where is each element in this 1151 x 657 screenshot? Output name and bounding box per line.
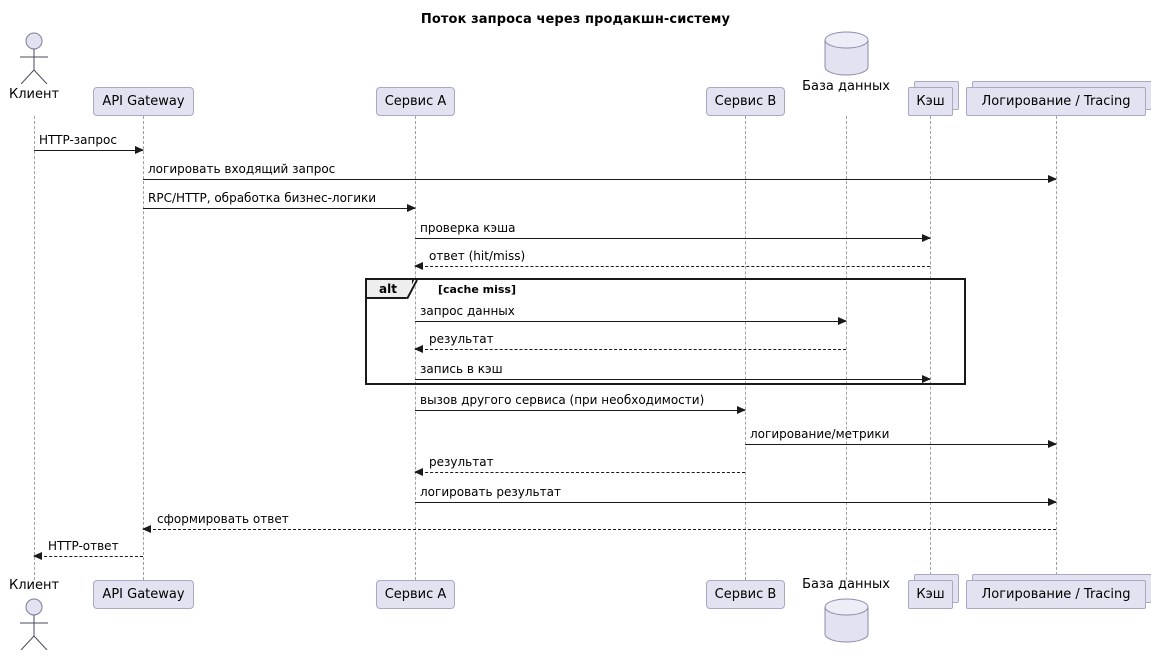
lifeline-svcb — [745, 116, 746, 580]
participant-label-client: Клиент — [8, 578, 60, 593]
participant-cache[interactable]: Кэш — [908, 87, 953, 116]
message-label-7: запись в кэш — [420, 362, 503, 376]
database-icon-db[interactable] — [824, 31, 869, 76]
message-label-3: проверка кэша — [420, 221, 516, 235]
message-line-3 — [415, 238, 930, 239]
message-label-9: логирование/метрики — [750, 427, 890, 441]
message-line-13 — [34, 556, 143, 557]
message-label-4: ответ (hit/miss) — [429, 249, 526, 263]
participant-label-client: Клиент — [8, 87, 60, 102]
message-line-6 — [415, 349, 846, 350]
arrowhead-0 — [135, 146, 144, 154]
participant-label-gateway: API Gateway — [102, 94, 185, 109]
message-line-7 — [415, 379, 930, 380]
diagram-title: Поток запроса через продакшн-систему — [420, 12, 731, 27]
arrowhead-4 — [414, 262, 423, 270]
message-line-4 — [415, 266, 930, 267]
fragment-condition: [cache miss] — [438, 283, 516, 296]
message-label-5: запрос данных — [420, 304, 515, 318]
actor-client[interactable] — [12, 598, 56, 651]
participant-label-logging: Логирование / Tracing — [981, 587, 1131, 602]
message-line-0 — [34, 150, 143, 151]
participant-label-svca: Сервис A — [384, 587, 447, 602]
message-label-12: сформировать ответ — [157, 512, 289, 526]
arrowhead-2 — [407, 204, 416, 212]
participant-label-gateway: API Gateway — [102, 587, 185, 602]
participant-label-svcb: Сервис B — [714, 94, 777, 109]
message-line-11 — [415, 502, 1056, 503]
participant-cache[interactable]: Кэш — [908, 580, 953, 609]
message-line-12 — [143, 529, 1056, 530]
participant-gateway[interactable]: API Gateway — [93, 580, 194, 609]
lifeline-logging — [1056, 116, 1057, 580]
participant-logging[interactable]: Логирование / Tracing — [966, 580, 1146, 609]
arrowhead-11 — [1048, 498, 1057, 506]
message-line-5 — [415, 321, 846, 322]
participant-logging[interactable]: Логирование / Tracing — [966, 87, 1146, 116]
message-line-1 — [143, 179, 1056, 180]
message-label-13: HTTP-ответ — [48, 539, 119, 553]
arrowhead-3 — [922, 234, 931, 242]
message-label-2: RPC/HTTP, обработка бизнес-логики — [148, 191, 377, 205]
participant-label-svca: Сервис A — [384, 94, 447, 109]
participant-label-logging: Логирование / Tracing — [981, 94, 1131, 109]
message-line-10 — [415, 472, 745, 473]
participant-label-cache: Кэш — [916, 94, 945, 109]
database-icon-db[interactable] — [824, 598, 869, 643]
participant-label-db: База данных — [802, 79, 890, 94]
participant-svcb[interactable]: Сервис B — [706, 580, 785, 609]
participant-svca[interactable]: Сервис A — [376, 580, 455, 609]
arrowhead-10 — [414, 468, 423, 476]
message-label-0: HTTP-запрос — [39, 133, 117, 147]
message-label-1: логировать входящий запрос — [148, 162, 336, 176]
message-line-9 — [745, 444, 1056, 445]
arrowhead-1 — [1048, 175, 1057, 183]
participant-label-cache: Кэш — [916, 587, 945, 602]
participant-label-svcb: Сервис B — [714, 587, 777, 602]
message-label-10: результат — [429, 455, 494, 469]
message-label-8: вызов другого сервиса (при необходимости… — [420, 393, 705, 407]
message-label-11: логировать результат — [420, 485, 561, 499]
arrowhead-6 — [414, 345, 423, 353]
message-label-6: результат — [429, 332, 494, 346]
fragment-keyword: alt — [379, 282, 397, 296]
lifeline-db — [846, 116, 847, 580]
lifeline-cache — [930, 116, 931, 580]
lifeline-gateway — [143, 116, 144, 580]
arrowhead-13 — [33, 552, 42, 560]
arrowhead-12 — [142, 525, 151, 533]
arrowhead-7 — [922, 375, 931, 383]
arrowhead-8 — [737, 406, 746, 414]
fragment-tab-notch — [405, 279, 419, 300]
arrowhead-9 — [1048, 440, 1057, 448]
participant-svca[interactable]: Сервис A — [376, 87, 455, 116]
message-line-8 — [415, 410, 745, 411]
fragment-alt — [365, 278, 966, 385]
arrowhead-5 — [838, 317, 847, 325]
lifeline-client — [34, 116, 35, 580]
participant-svcb[interactable]: Сервис B — [706, 87, 785, 116]
message-line-2 — [143, 208, 415, 209]
participant-label-db: База данных — [802, 577, 890, 592]
participant-gateway[interactable]: API Gateway — [93, 87, 194, 116]
actor-client[interactable] — [12, 32, 56, 85]
